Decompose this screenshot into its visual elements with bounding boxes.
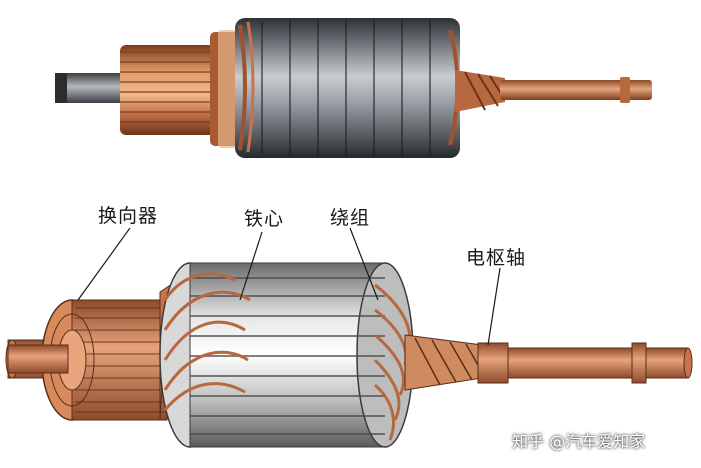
label-commutator: 换向器 <box>98 205 159 227</box>
leader-armature-shaft <box>487 267 501 346</box>
top-shaft-right <box>500 77 652 103</box>
label-iron-core: 铁心 <box>244 208 285 230</box>
bottom-iron-core <box>159 262 414 448</box>
leader-winding <box>349 227 379 301</box>
label-winding: 绕组 <box>330 207 371 229</box>
label-armature-shaft: 电枢轴 <box>466 247 527 269</box>
top-commutator <box>120 30 240 148</box>
bottom-commutator <box>7 283 180 421</box>
bottom-winding-end <box>404 334 483 391</box>
top-shaft-left <box>55 73 130 103</box>
top-winding-end <box>455 70 506 112</box>
top-iron-core <box>235 18 460 158</box>
leader-commutator <box>77 227 131 301</box>
bottom-shaft-right <box>477 342 693 384</box>
leader-iron-core <box>239 231 263 301</box>
watermark: 知乎 @汽车爱知家 <box>512 432 646 451</box>
leader-lines <box>77 227 501 346</box>
